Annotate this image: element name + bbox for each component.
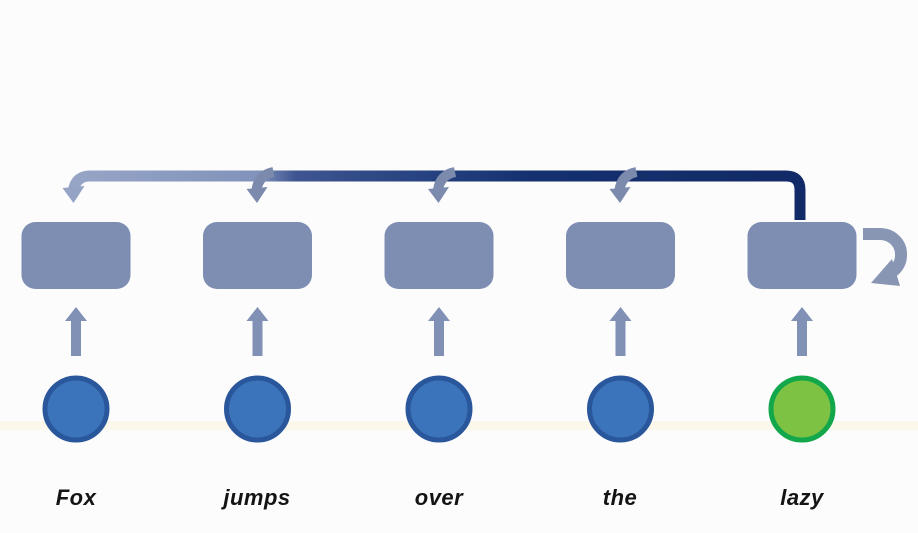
hidden-state-box-5 bbox=[747, 222, 857, 289]
hidden-state-box-3 bbox=[384, 222, 494, 289]
hidden-state-box-4 bbox=[566, 222, 675, 289]
token-circle-1 bbox=[42, 375, 110, 443]
token-circle-3 bbox=[405, 375, 473, 443]
token-label-jumps: jumps bbox=[223, 485, 291, 510]
recurrence-loop-icon bbox=[863, 228, 907, 286]
input-arrow-1-icon bbox=[65, 307, 87, 356]
attention-line bbox=[68, 170, 806, 220]
token-circle-2 bbox=[224, 375, 291, 443]
token-label-the: the bbox=[602, 485, 638, 510]
attention-arrowhead-4-icon bbox=[609, 167, 638, 203]
token-circle-4 bbox=[587, 375, 654, 443]
attention-arrowhead-2-icon bbox=[246, 167, 275, 203]
hidden-state-box-2 bbox=[203, 222, 312, 289]
token-label-over: over bbox=[414, 485, 464, 510]
input-arrow-5-icon bbox=[791, 307, 813, 356]
hidden-state-box-1 bbox=[21, 222, 131, 289]
token-circle-5-active bbox=[768, 375, 836, 443]
input-arrow-3-icon bbox=[428, 307, 450, 356]
token-label-lazy: lazy bbox=[780, 485, 824, 510]
input-arrow-4-icon bbox=[609, 307, 632, 356]
attention-arrowhead-1-icon bbox=[62, 186, 85, 203]
attention-arrowhead-3-icon bbox=[428, 167, 457, 203]
token-label-fox: Fox bbox=[55, 485, 97, 510]
input-arrow-2-icon bbox=[246, 307, 269, 356]
